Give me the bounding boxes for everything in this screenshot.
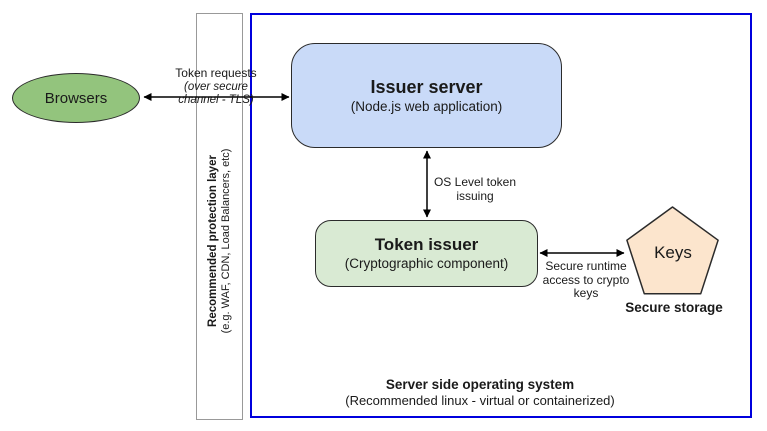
token-issuer-title: Token issuer: [374, 235, 479, 254]
secure-runtime-label: Secure runtime access to crypto keys: [540, 259, 632, 301]
secure-runtime-line2: access to crypto: [542, 272, 630, 287]
protection-layer-label: Recommended protection layer (e.g. WAF, …: [207, 148, 233, 333]
operating-system-boundary: [250, 13, 752, 418]
operating-system-caption: Server side operating system (Recommende…: [250, 377, 710, 409]
secure-runtime-line1: Secure runtime: [545, 259, 627, 273]
os-caption-subtitle: (Recommended linux - virtual or containe…: [345, 393, 615, 408]
os-level-line2: issuing: [456, 188, 494, 203]
token-requests-label: Token requests (over secure channel - TL…: [160, 66, 272, 108]
secure-storage-caption: Secure storage: [625, 300, 723, 315]
token-issuer-subtitle: (Cryptographic component): [344, 256, 509, 271]
os-level-token-label: OS Level token issuing: [430, 175, 520, 203]
protection-layer-strip: Recommended protection layer (e.g. WAF, …: [196, 13, 243, 420]
issuer-server-node: Issuer server (Node.js web application): [291, 43, 562, 148]
protection-layer-title: Recommended protection layer: [206, 154, 219, 327]
browsers-node: Browsers: [12, 73, 140, 123]
keys-label: Keys: [654, 243, 692, 262]
token-requests-line3: channel - TLS): [178, 94, 254, 106]
token-requests-line1: Token requests: [175, 66, 257, 80]
os-caption-title: Server side operating system: [385, 377, 575, 392]
secure-runtime-line3: keys: [573, 286, 599, 300]
token-issuer-node: Token issuer (Cryptographic component): [315, 220, 538, 287]
os-level-line1: OS Level token: [433, 175, 517, 189]
issuer-server-subtitle: (Node.js web application): [350, 98, 503, 114]
protection-layer-subtitle: (e.g. WAF, CDN, Load Balancers, etc): [219, 148, 232, 334]
issuer-server-title: Issuer server: [370, 76, 483, 97]
browsers-label: Browsers: [44, 89, 108, 107]
token-requests-line2: (over secure: [184, 80, 248, 93]
